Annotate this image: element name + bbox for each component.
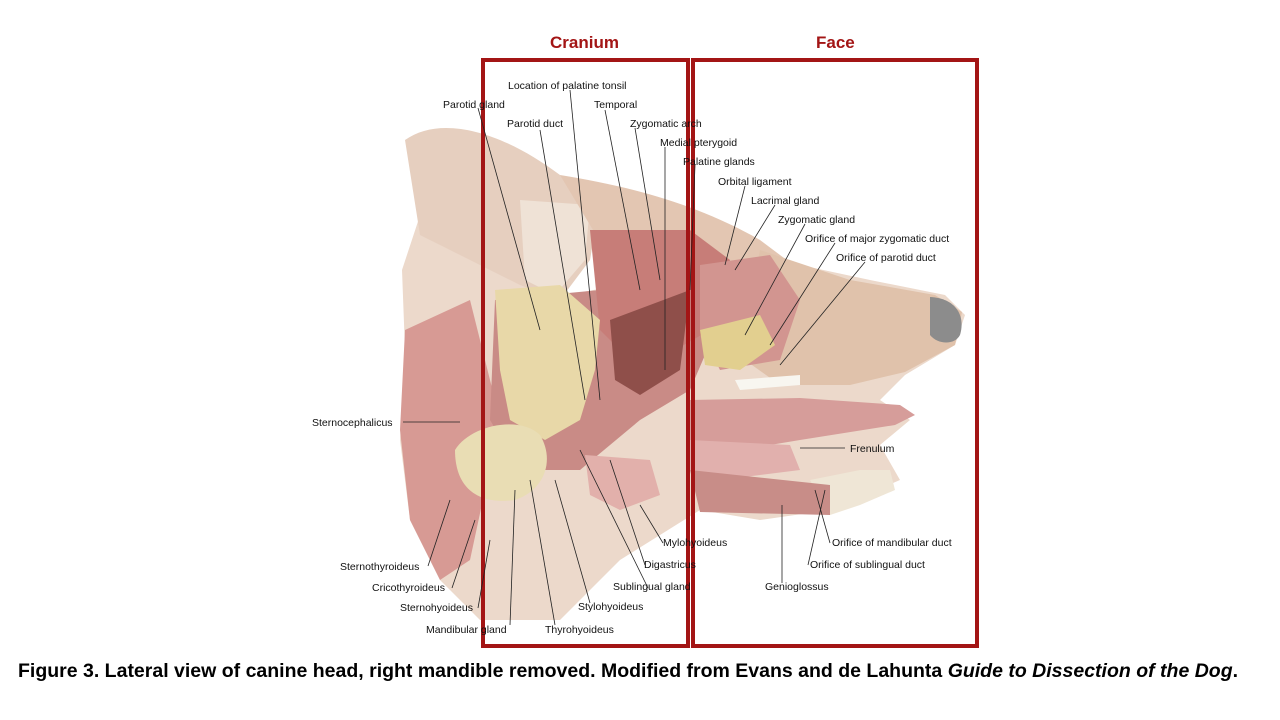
face-region-title: Face [816,33,855,52]
muzzle [745,250,962,385]
label-orifice-major-zygomatic: Orifice of major zygomatic duct [805,233,949,245]
label-thyrohyoideus: Thyrohyoideus [545,624,614,636]
label-sternohyoideus: Sternohyoideus [400,602,473,614]
label-mylohyoideus: Mylohyoideus [663,537,727,549]
zygomatic-gland-shape [700,315,775,370]
upper-teeth [735,375,800,390]
leader-lines [403,89,866,626]
figure-caption: Figure 3. Lateral view of canine head, r… [18,657,1263,685]
label-sublingual-gland: Sublingual gland [613,581,691,593]
label-sternocephalicus: Sternocephalicus [312,417,393,429]
label-orifice-mandibular: Orifice of mandibular duct [832,537,952,549]
label-orbital-ligament: Orbital ligament [718,176,792,188]
neck-muscles [400,300,500,580]
label-parotid-duct: Parotid duct [507,118,563,130]
tongue [690,398,915,455]
label-genioglossus: Genioglossus [765,581,829,593]
nose [930,297,962,343]
label-frenulum: Frenulum [850,443,895,455]
label-palatine-glands: Palatine glands [683,156,755,168]
tongue-body [690,440,800,480]
lower-jaw [690,470,830,515]
caption-end: . [1232,660,1239,682]
anatomy-labels: Location of palatine tonsil Parotid glan… [312,80,952,636]
label-zygomatic-arch: Zygomatic arch [630,118,702,130]
label-mandibular-gland: Mandibular gland [426,624,507,636]
label-digastricus: Digastricus [644,559,696,571]
chin [810,470,895,515]
caption-book-title: Guide to Dissection of the Dog [947,660,1233,682]
label-parotid-gland: Parotid gland [443,99,505,111]
caption-lead: Figure 3. Lateral view of canine head, r… [18,660,948,682]
label-temporal: Temporal [594,99,637,111]
face-region-frame [691,58,979,648]
label-stylohyoideus: Stylohyoideus [578,601,643,613]
parotid-gland-shape [495,285,600,440]
mandibular-gland-shape [455,424,547,501]
ear-inner [520,200,590,295]
label-orifice-parotid: Orifice of parotid duct [836,252,936,264]
sublingual-gland-shape [585,455,660,510]
label-medial-pterygoid: Medial pterygoid [660,137,737,149]
label-cricothyroideus: Cricothyroideus [372,582,445,594]
label-sternothyroideus: Sternothyroideus [340,561,419,573]
pterygoid-cavity [610,290,690,395]
label-palatine-tonsil: Location of palatine tonsil [508,80,627,92]
cranium-region-title: Cranium [550,33,619,52]
label-zygomatic-gland: Zygomatic gland [778,214,855,226]
label-orifice-sublingual: Orifice of sublingual duct [810,559,925,571]
label-lacrimal-gland: Lacrimal gland [751,195,819,207]
canine-head-diagram: Location of palatine tonsil Parotid glan… [312,58,979,648]
cranium-region-frame [481,58,690,648]
